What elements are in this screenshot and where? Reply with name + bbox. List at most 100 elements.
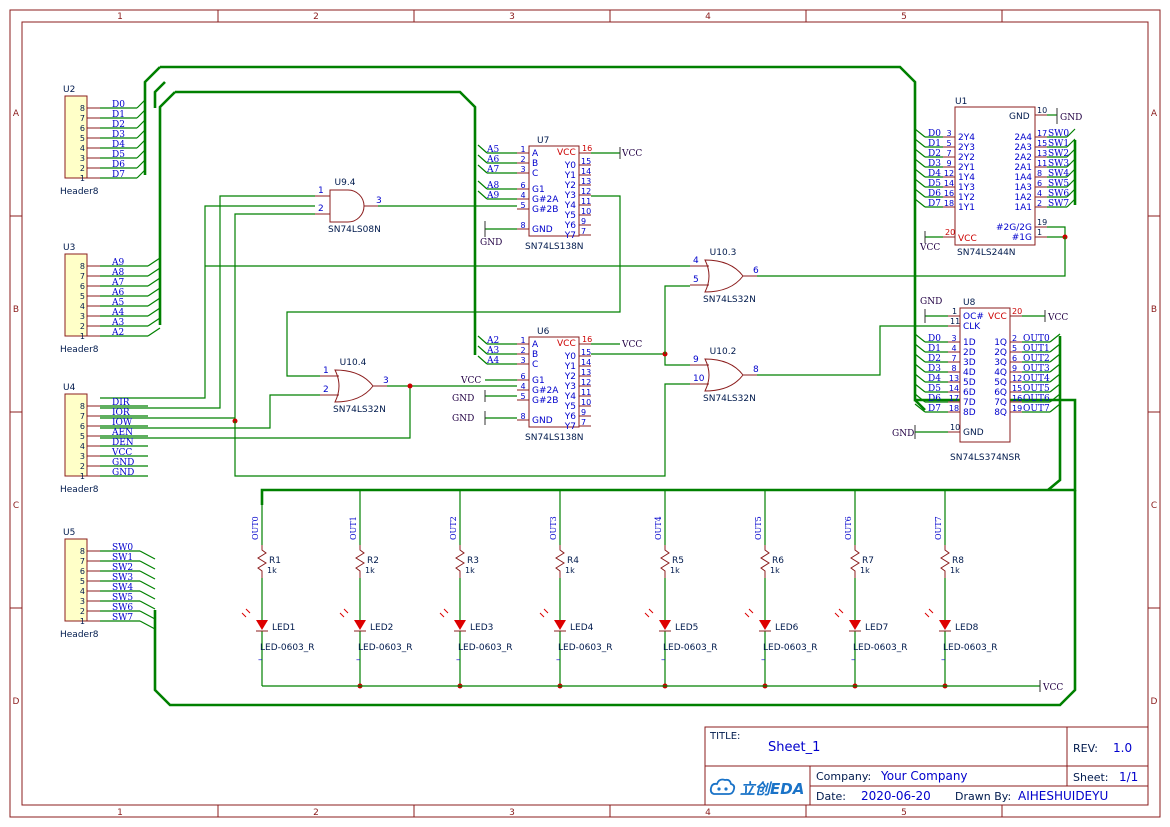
pin-label: 6D — [963, 388, 976, 398]
light-arrow-icon — [644, 608, 654, 618]
border-col-label: 1 — [117, 808, 123, 818]
net-label: SW7 — [112, 613, 133, 623]
part-name: Header8 — [60, 630, 99, 640]
pin-label: 2Y1 — [958, 163, 975, 173]
pin-number: 1 — [80, 174, 85, 183]
part-name: SN74LS138N — [525, 433, 584, 443]
title-label: TITLE: — [709, 731, 740, 742]
led-icon — [256, 620, 268, 630]
pin-number: 13 — [1037, 149, 1047, 158]
bus-entry — [1066, 168, 1076, 178]
pin-label: B — [532, 159, 538, 169]
net-label: SW5 — [1048, 179, 1069, 189]
bus-entry — [477, 144, 488, 154]
bus-entry — [914, 138, 926, 148]
net-label: D5 — [112, 150, 125, 160]
pin-label: GND — [532, 416, 553, 426]
pin-number: 5 — [520, 201, 525, 210]
led-icon — [849, 620, 861, 630]
pin-number: 4 — [951, 344, 956, 353]
part-value: 1k — [770, 566, 780, 575]
pin-number: 4 — [80, 302, 85, 311]
part-ref: LED2 — [370, 623, 393, 633]
net-label: SW6 — [112, 603, 133, 613]
pin-number: 19 — [1037, 218, 1047, 227]
sheet-value: 1/1 — [1119, 770, 1138, 784]
pin-label: Y4 — [564, 392, 576, 402]
pin-number: 13 — [949, 374, 959, 383]
pin-number: 9 — [581, 408, 586, 417]
resistor-icon — [455, 545, 465, 578]
part-value: 1k — [670, 566, 680, 575]
light-arrow-icon — [924, 608, 934, 618]
led-cathode-mark: – — [941, 655, 946, 665]
pin-label: 1Y3 — [958, 183, 975, 193]
bus-out — [260, 488, 1048, 505]
net-label: OUT3 — [549, 516, 558, 540]
net-label: A8 — [486, 181, 499, 191]
border-col-label: 4 — [705, 808, 711, 818]
gate-part: SN74LS32N — [333, 405, 386, 415]
bus-d — [143, 66, 161, 175]
net-label: GND — [480, 238, 502, 248]
pin-number: 2 — [318, 204, 324, 214]
pin-number: 6 — [520, 181, 525, 190]
resistor-icon — [257, 545, 267, 578]
pin-number: 13 — [581, 368, 591, 377]
pin-label: Y6 — [564, 221, 576, 231]
buffer-chip: U1SN74LS244NGND102Y432Y352Y272Y191Y4121Y… — [943, 97, 1047, 258]
net-label: GND — [452, 414, 474, 424]
pin-label: 3Q — [994, 358, 1007, 368]
bus-entry — [477, 180, 488, 190]
net-label: OUT3 — [1023, 364, 1050, 374]
pin-number: 2 — [80, 164, 85, 173]
pin-number: 7 — [80, 557, 85, 566]
part-ref: U4 — [63, 383, 76, 393]
part-ref: R2 — [367, 556, 379, 566]
pin-label: 7Q — [994, 398, 1007, 408]
bus-entry — [477, 355, 488, 365]
pin-number: 14 — [944, 179, 954, 188]
pin-number: 7 — [80, 114, 85, 123]
pin-number: 3 — [951, 334, 956, 343]
pin-number: 1 — [323, 366, 329, 376]
part-name: LED-0603_R — [763, 643, 818, 653]
part-value: 1k — [465, 566, 475, 575]
gate-part: SN74LS32N — [703, 295, 756, 305]
pin-number: 6 — [753, 266, 759, 276]
pin-number: 2 — [80, 322, 85, 331]
pin-label: 8Q — [994, 408, 1007, 418]
bus-entry — [139, 620, 156, 630]
bus-entry — [477, 164, 488, 174]
pin-number: 2 — [1012, 334, 1017, 343]
pin-number: 4 — [80, 144, 85, 153]
pin-label: G#2B — [532, 205, 558, 215]
rev-label: REV: — [1073, 742, 1098, 755]
net-label: VCC — [1047, 313, 1068, 323]
part-value: 1k — [860, 566, 870, 575]
net-label: A2 — [486, 336, 499, 346]
header-body — [64, 95, 88, 179]
wire — [591, 353, 690, 366]
border-col-label: 2 — [313, 808, 319, 818]
part-ref: R1 — [269, 556, 281, 566]
pin-number: 3 — [520, 356, 525, 365]
pin-number: 12 — [944, 169, 954, 178]
net-label: OUT1 — [349, 516, 358, 540]
pin-number: 9 — [1012, 364, 1017, 373]
net-label: D2 — [112, 120, 125, 130]
or-gate-body — [704, 259, 744, 293]
bus-entry — [139, 590, 156, 600]
net-label: A8 — [111, 268, 124, 278]
part-ref: R4 — [567, 556, 579, 566]
pin-label: C — [532, 169, 538, 179]
bus-out-right — [1047, 336, 1062, 491]
part-ref: U2 — [63, 85, 75, 95]
wire — [1047, 226, 1066, 238]
net-label: D4 — [928, 169, 941, 179]
net-label: OUT6 — [1023, 394, 1050, 404]
net-label: D3 — [928, 159, 941, 169]
